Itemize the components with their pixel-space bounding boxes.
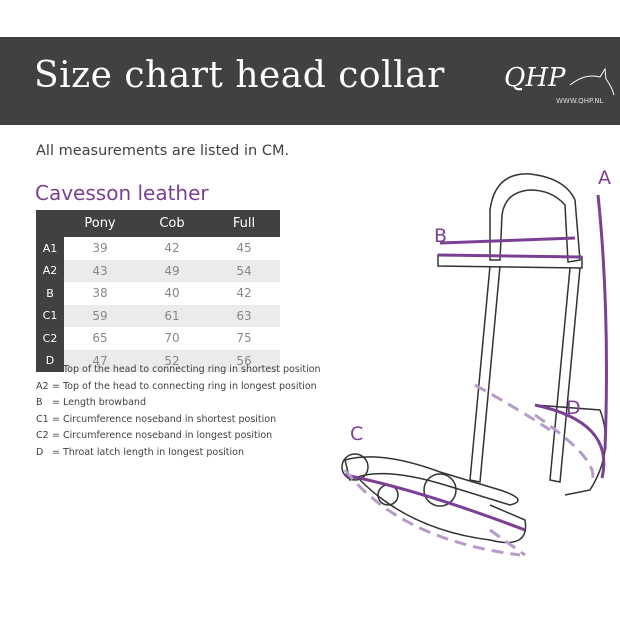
column-header: Pony (64, 210, 136, 237)
logo-text: QHP (504, 63, 566, 93)
legend-item: C1= Circumference noseband in shortest p… (36, 413, 277, 425)
legend-item: B= Length browband (36, 397, 146, 409)
legend-item: A1= Top of the head to connecting ring i… (36, 364, 321, 375)
column-header: Cob (136, 210, 208, 237)
measure-c-line (344, 473, 526, 532)
label-c: C (350, 423, 364, 445)
section-title: Cavesson leather (35, 181, 209, 205)
head-collar-diagram (341, 173, 608, 557)
measure-b-line (439, 236, 576, 245)
measure-a-line (596, 194, 608, 451)
label-d: D (566, 397, 581, 419)
header-banner: Size chart head collar QHP WWW.QHP.NL (0, 37, 620, 125)
legend-item: C2= Circumference noseband in longest po… (36, 430, 273, 442)
label-b: B (434, 225, 448, 247)
horse-head-icon (569, 67, 615, 96)
logo-url: WWW.QHP.NL (556, 97, 604, 105)
table-header: Pony Cob Full (36, 210, 280, 237)
column-header: Full (208, 210, 280, 237)
measure-d-line (534, 403, 606, 479)
legend-item: A2= Top of the head to connecting ring i… (36, 380, 317, 392)
qhp-logo: QHP WWW.QHP.NL (500, 55, 616, 115)
label-a: A (598, 167, 611, 189)
legend: A1= Top of the head to connecting ring i… (36, 362, 321, 462)
legend-item: D= Throat latch length in longest positi… (36, 446, 244, 458)
page-title: Size chart head collar (34, 55, 445, 96)
intro-text: All measurements are listed in CM. (36, 143, 290, 159)
